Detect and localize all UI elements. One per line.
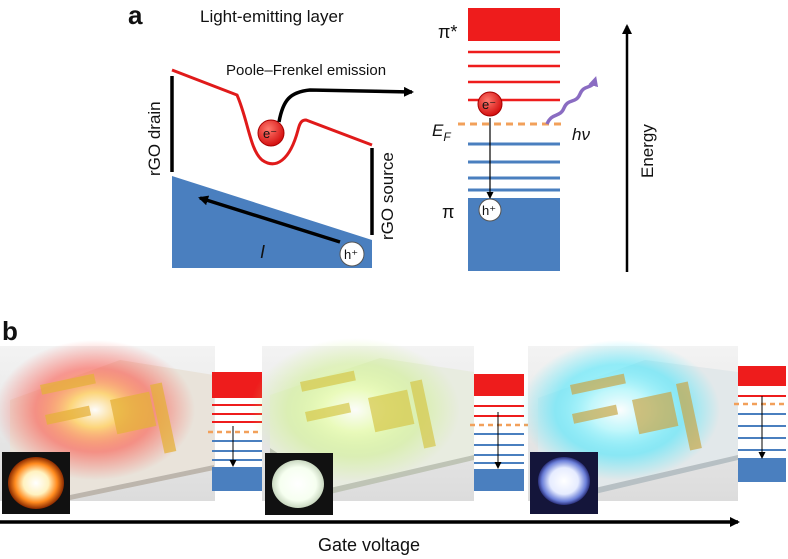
- current-label: I: [260, 242, 265, 262]
- device-photo-red: [0, 340, 215, 514]
- pi-label: π: [442, 202, 454, 222]
- band-electron: [477, 91, 503, 117]
- pi-star-levels: [468, 50, 560, 102]
- device-photo-cyan: [520, 340, 738, 514]
- gate-voltage-label: Gate voltage: [318, 535, 420, 555]
- band-inset-1: [208, 372, 266, 491]
- conduction-band-curve: [171, 68, 373, 166]
- pi-star-label: π*: [438, 22, 457, 42]
- band-electron-label: e⁻: [482, 97, 496, 112]
- band-inset-3: [734, 366, 788, 482]
- energy-label: Energy: [638, 124, 657, 178]
- device-photo-green: [250, 338, 474, 515]
- photon-wave: [545, 76, 599, 125]
- panel-b-letter: b: [2, 316, 18, 346]
- photon-label: hν: [572, 125, 590, 144]
- fermi-label: EF: [432, 121, 451, 144]
- source-hole: [339, 241, 365, 267]
- band-hole-label: h⁺: [482, 203, 496, 218]
- source-label: rGO source: [378, 152, 397, 240]
- source-hole-label: h⁺: [344, 247, 358, 262]
- trapped-electron-label: e⁻: [263, 126, 277, 141]
- panel-a-title: Light-emitting layer: [200, 7, 344, 26]
- panel-a-letter: a: [128, 0, 143, 30]
- pi-star-band: [468, 8, 560, 41]
- drain-label: rGO drain: [145, 101, 164, 176]
- pi-levels: [468, 142, 560, 192]
- trapped-electron: [257, 119, 285, 147]
- emission-label: Poole–Frenkel emission: [226, 62, 386, 79]
- current-arrow: [198, 195, 341, 244]
- band-inset-2: [470, 374, 528, 491]
- emission-arrow: [277, 86, 414, 123]
- band-hole: [478, 198, 502, 222]
